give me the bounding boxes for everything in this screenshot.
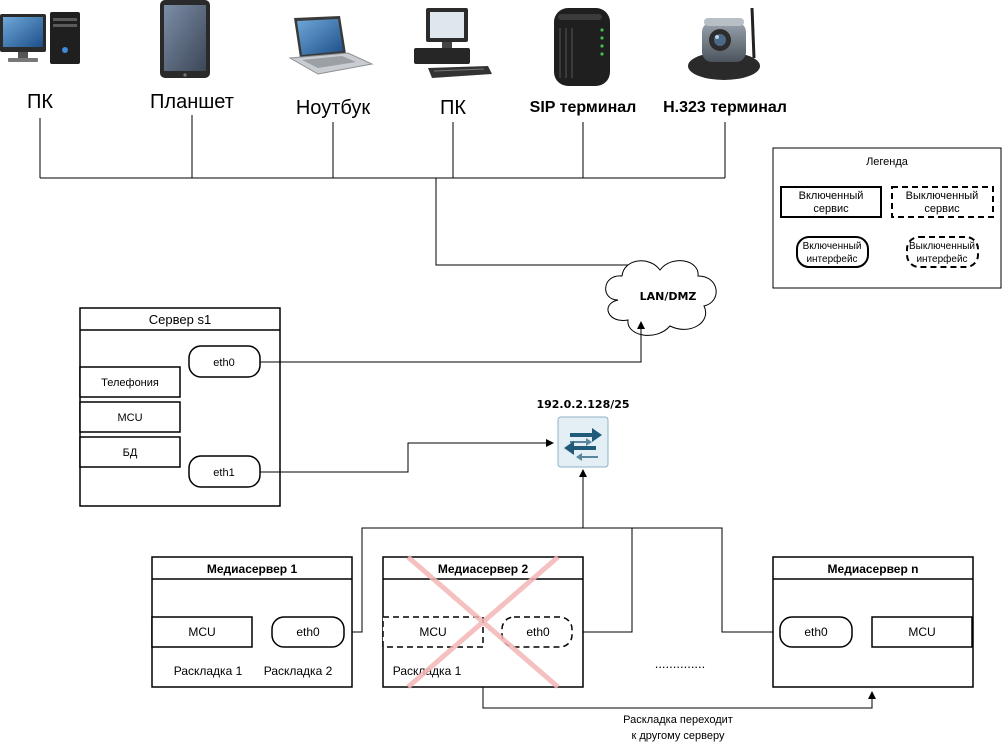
legend-service-off-line1: Выключенный [906,190,979,202]
cloud-label: LAN/DMZ [640,290,697,303]
media-server-1-eth0 [271,616,345,648]
service-box-telephony [79,366,181,398]
workstation-pc-icon [414,8,492,78]
iface-eth0-s1-label: eth0 [213,357,234,369]
legend-iface-off-box [906,236,979,268]
legend-iface-off-line2: интерфейс [916,253,967,265]
media-server-2-title: Медиасервер 2 [438,562,529,576]
layout-migration-arrow [482,687,876,709]
media-server-1-title: Медиасервер 1 [207,562,298,576]
media-server-n-eth0-label: eth0 [804,625,828,639]
media-server-1-layout-1: Раскладка 1 [174,664,243,678]
media-server-1-layout-2: Раскладка 2 [264,664,333,678]
media-server-n-title: Медиасервер n [828,562,919,576]
legend-service-off-box [891,186,994,218]
device-label-pc-1: ПК [27,91,53,113]
media-server-1-mcu-label: MCU [188,625,215,639]
device-label-laptop: Ноутбук [296,97,371,119]
service-label-db: БД [123,447,138,459]
device-label-sip-terminal: SIP терминал [530,99,637,116]
switch-subnet-label: 192.0.2.128/25 [536,398,629,411]
laptop-icon [288,16,374,75]
legend-iface-on-line1: Включенный [803,241,862,252]
legend-service-on-box [780,186,882,218]
legend-title: Легенда [866,156,909,168]
iface-eth1-s1-label: eth1 [213,467,234,479]
ip-camera-icon [688,7,760,80]
legend-iface-off-line1: Выключенный [909,241,975,252]
media-server-2-mcu-label: MCU [419,625,446,639]
service-label-telephony: Телефония [101,377,159,389]
service-box-mcu [79,401,181,433]
link-s1-eth1-to-switch [260,439,554,473]
legend-iface-on-box [796,236,869,268]
media-server-2: Медиасервер 2 MCU eth0 Раскладка 1 [382,555,584,689]
lan-dmz-cloud [605,260,717,336]
media-bus-lines [344,469,780,633]
more-servers-ellipsis: .............. [655,656,706,671]
legend: Легенда Включенный сервис Выключенный се… [772,147,1002,289]
media-server-1-mcu [151,616,253,648]
legend-service-on-line2: сервис [813,203,849,215]
media-server-n-eth0 [779,616,853,648]
legend-iface-on-line2: интерфейс [806,253,857,265]
media-server-1: Медиасервер 1 MCU eth0 Раскладка 1 Раскл… [151,556,353,688]
device-bus-lines [39,115,726,269]
media-server-2-eth0 [501,616,573,648]
legend-service-off-line2: сервис [924,203,960,215]
media-server-2-eth0-label: eth0 [526,625,550,639]
disabled-cross-mark [406,555,560,689]
service-box-db [79,436,181,468]
migration-note-line2: к другому серверу [632,730,725,742]
sip-terminal-icon [554,8,610,86]
device-label-pc-2: ПК [440,97,466,119]
server-s1-title: Сервер s1 [149,312,211,327]
media-server-2-mcu [382,616,484,648]
network-switch-icon [557,416,609,468]
media-server-n: Медиасервер n eth0 MCU [772,556,974,688]
media-server-n-mcu [871,616,973,648]
service-label-mcu: MCU [117,412,142,424]
device-label-h323-terminal: H.323 терминал [663,99,787,116]
media-server-n-mcu-label: MCU [908,625,935,639]
device-label-tablet: Планшет [150,91,234,113]
desktop-pc-icon [0,12,80,64]
link-s1-eth0-to-lan [260,321,645,363]
server-s1: Сервер s1 Телефония MCU БД eth0 eth1 [79,307,281,507]
legend-service-on-line1: Включенный [799,190,864,202]
tablet-icon [160,0,210,78]
migration-note-line1: Раскладка переходит [623,714,733,726]
media-server-1-eth0-label: eth0 [296,625,320,639]
